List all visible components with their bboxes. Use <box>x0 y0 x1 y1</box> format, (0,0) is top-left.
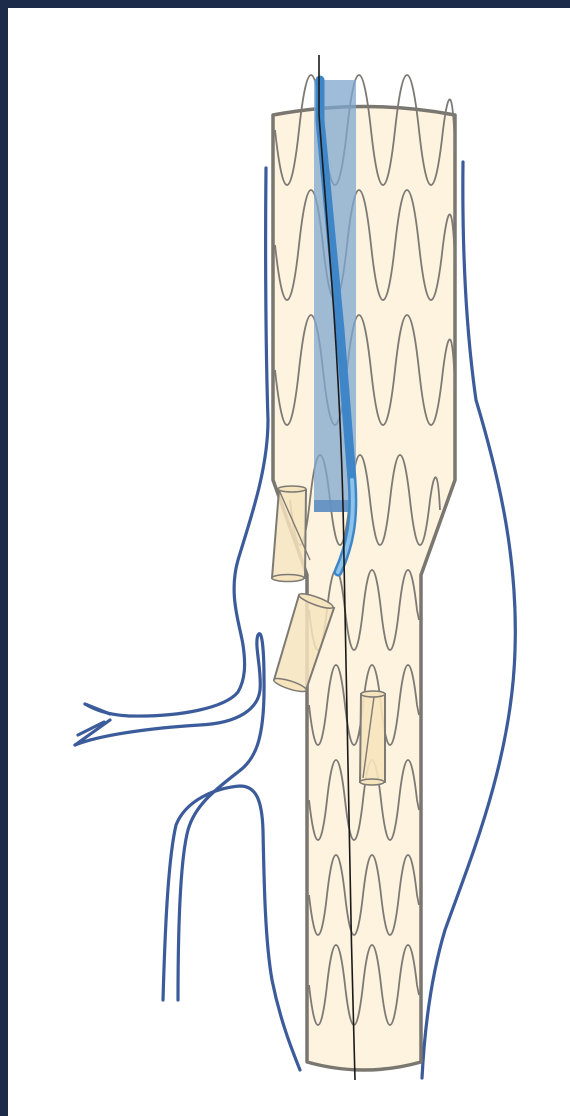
branch-stent-lower <box>360 691 385 785</box>
renal-branch-lower <box>75 634 264 745</box>
left-vessel-wall-lower <box>178 680 264 1000</box>
left-vessel-wall-upper <box>85 168 268 716</box>
left-vessel-wall-inner <box>163 786 300 1070</box>
renal-branch-upper <box>85 704 110 714</box>
renal-branch-tip <box>75 720 110 745</box>
graft-body <box>273 107 455 1071</box>
branch-stent-upper <box>272 486 310 582</box>
